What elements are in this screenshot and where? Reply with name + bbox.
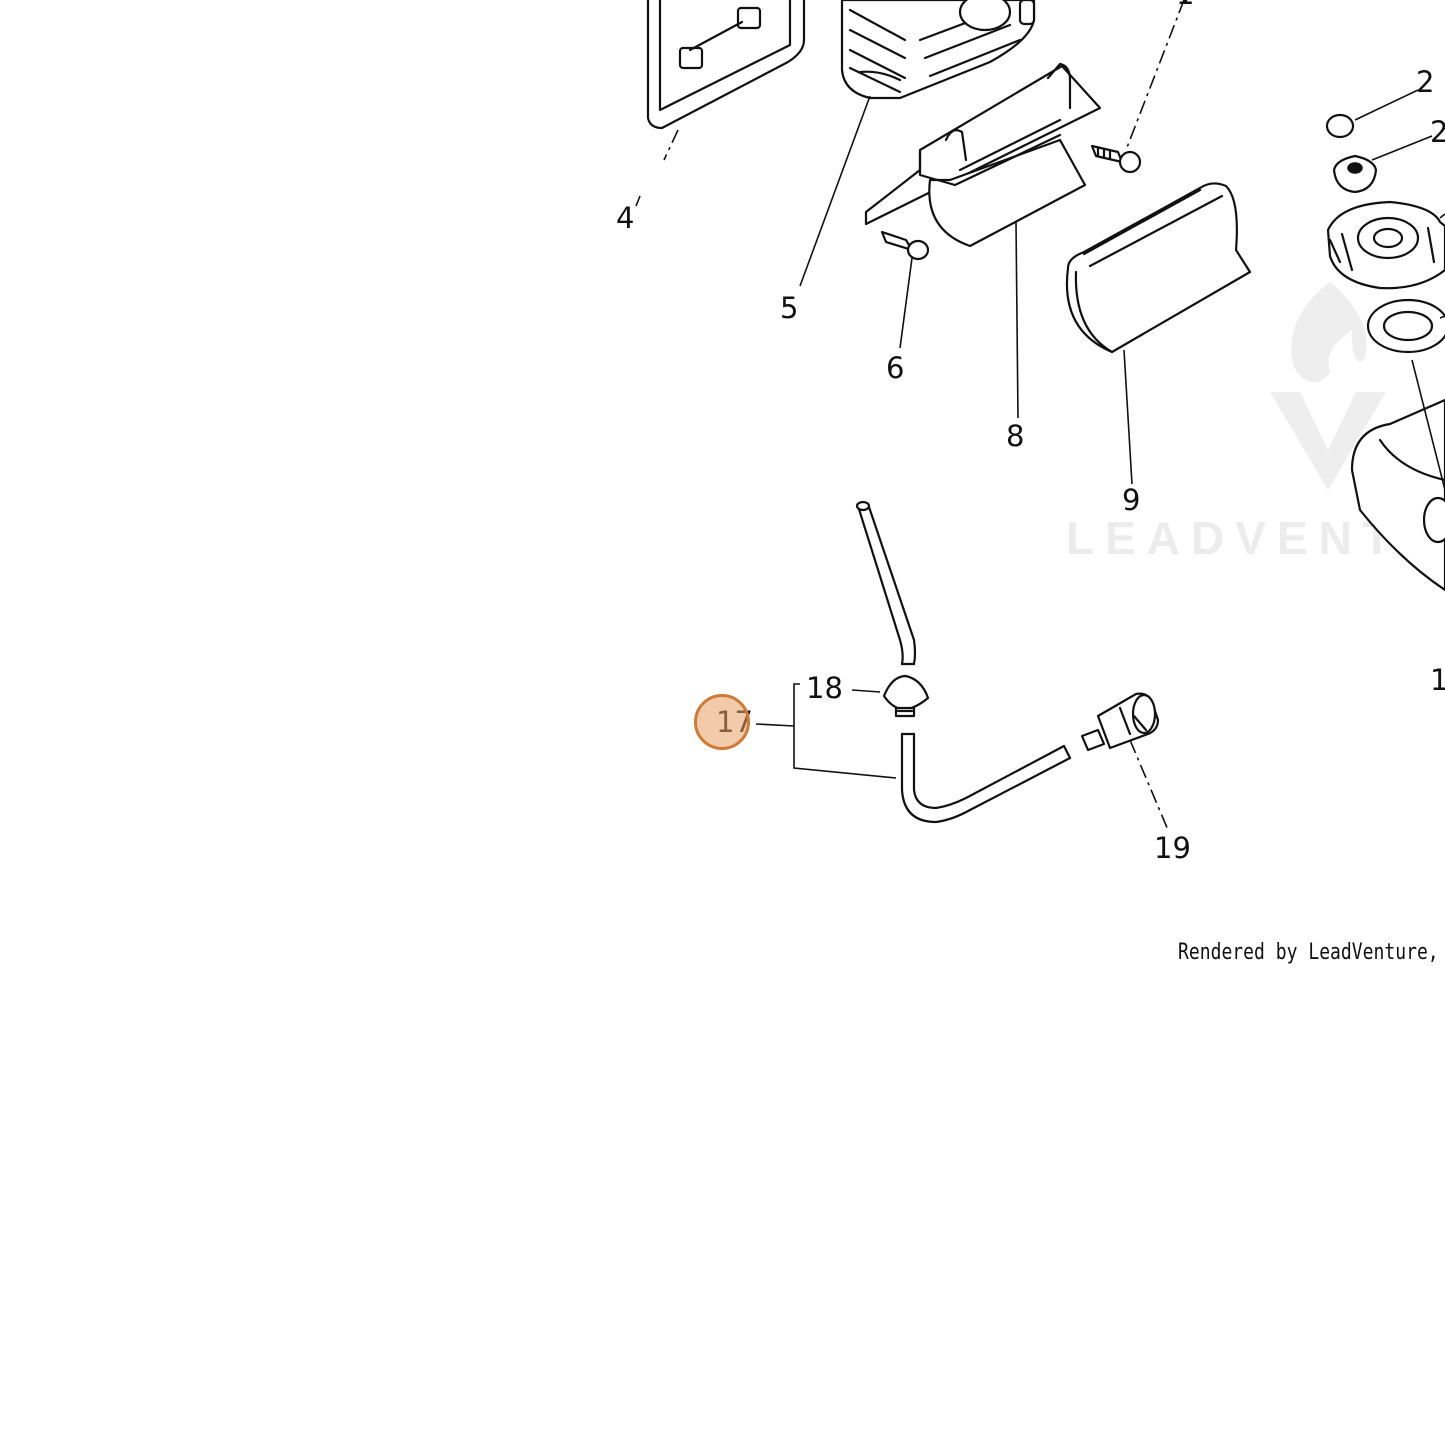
callout-5[interactable]: 5 [780, 291, 798, 325]
part-19-fitting [1080, 692, 1160, 752]
callout-2b[interactable]: 2 [1430, 115, 1445, 149]
highlight-callout-17[interactable] [694, 694, 750, 750]
part-4-plate [646, 0, 806, 130]
part-17-hose [900, 732, 1072, 824]
callout-1[interactable]: 1 [1176, 0, 1194, 11]
leader-lines [635, 0, 1445, 831]
callout-2a[interactable]: 2 [1416, 65, 1434, 99]
callout-9[interactable]: 9 [1122, 483, 1140, 517]
part-8-cover [864, 62, 1102, 248]
callout-18[interactable]: 18 [806, 671, 843, 705]
callout-19[interactable]: 19 [1154, 831, 1191, 865]
part-18-grommet [882, 674, 930, 718]
callout-1-right[interactable]: 1 [1430, 663, 1445, 697]
part-18-hose-upper [855, 500, 917, 666]
part-7-bolt [1090, 144, 1142, 174]
callout-6[interactable]: 6 [886, 351, 904, 385]
watermark-v-logo-icon [1270, 392, 1386, 490]
callout-8[interactable]: 8 [1006, 419, 1024, 453]
render-credit: Rendered by LeadVenture, I [1178, 940, 1445, 965]
callout-4[interactable]: 4 [616, 201, 634, 235]
part-6-screw [880, 230, 930, 261]
watermark-flame-icon [1291, 282, 1367, 383]
part-5-regulator [840, 0, 1036, 100]
part-9-guard [1065, 182, 1252, 354]
